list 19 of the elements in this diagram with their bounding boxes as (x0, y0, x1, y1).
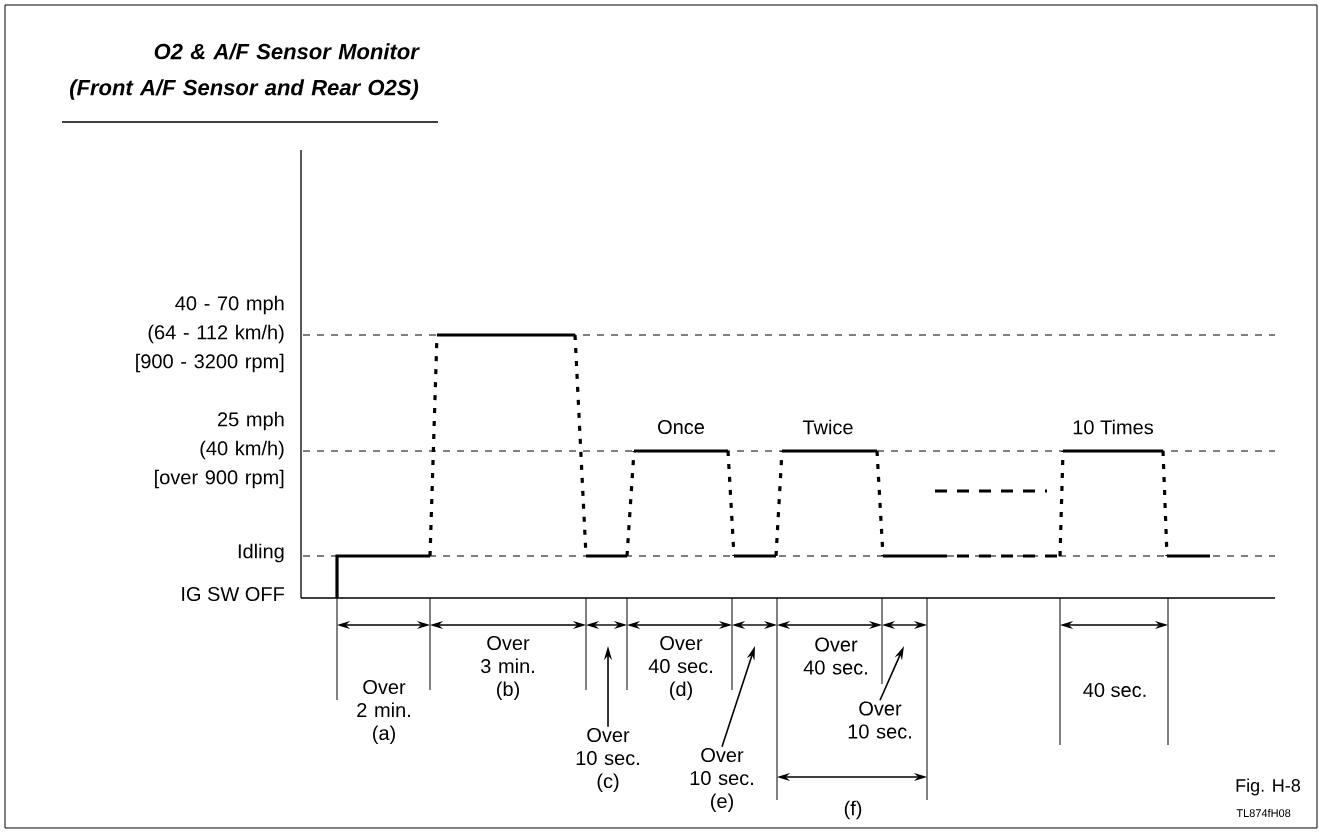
duration-label: Over 2 min. (a) (357, 679, 410, 745)
duration-label: Over 40 sec. (d) (648, 635, 712, 701)
duration-label: Over 10 sec. (848, 701, 911, 739)
repetition-label: Twice (802, 419, 853, 435)
duration-label: 40 sec. (1083, 682, 1146, 698)
figure-code: TL874fH08 (1236, 808, 1291, 818)
duration-label: Over 3 min. (b) (481, 635, 534, 701)
axis-label: 25 mph (40 km/h) [over 900 rpm] (155, 411, 284, 489)
repetition-label: Once (658, 419, 704, 435)
title: O2 & A/F Sensor Monitor (Front A/F Sensor and Rear O2S) (70, 43, 420, 100)
axis-label: IG SW OFF (182, 586, 284, 602)
axis-label: 40 - 70 mph (64 - 112 km/h) [900 - 3200 rpm] (136, 295, 284, 373)
duration-label: Over 10 sec. (c) (576, 727, 639, 793)
duration-label: Over 40 sec. (803, 637, 867, 675)
repetition-label: 10 Times (1073, 419, 1153, 435)
axis-label: Idling (238, 543, 284, 563)
duration-label: (f) (844, 800, 862, 820)
figure-number: Fig. H-8 (1236, 778, 1300, 796)
duration-label: Over 10 sec. (e) (690, 747, 753, 813)
